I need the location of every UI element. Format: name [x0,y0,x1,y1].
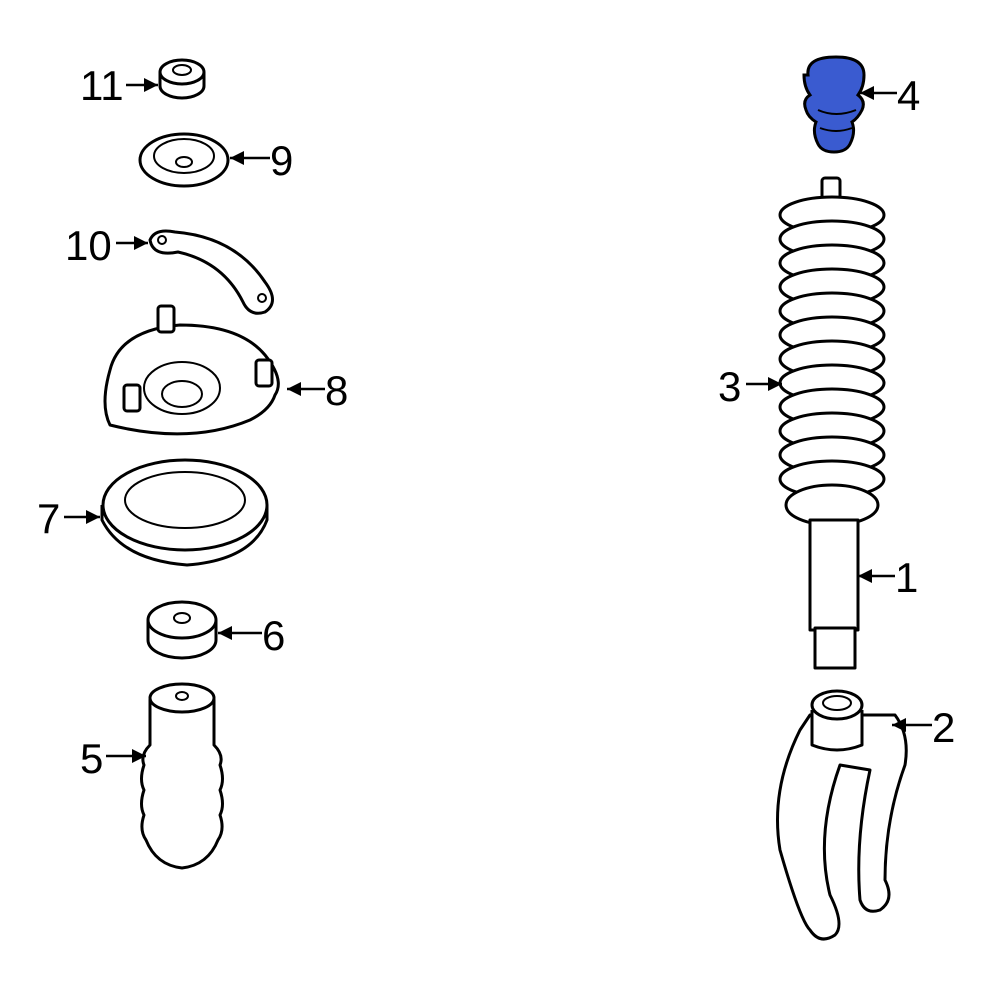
callout-4[interactable]: 4 [860,72,920,119]
part-9-washer[interactable] [138,132,230,188]
arrowhead-icon [768,377,782,391]
callout-label: 7 [37,495,60,542]
callout-label: 2 [932,704,955,751]
callout-9[interactable]: 9 [230,137,293,184]
part-6-cap[interactable] [146,600,218,660]
part-4-bump-stop[interactable] [802,55,866,154]
part-7-spring-seat[interactable] [100,458,269,567]
callout-label: 1 [895,554,918,601]
callout-label: 11 [80,62,124,109]
part-2-fork[interactable] [776,689,908,941]
arrowhead-icon [287,382,301,396]
arrowhead-icon [858,569,872,583]
arrowhead-icon [860,86,874,100]
callout-label: 3 [718,363,741,410]
part-8-strut-mount[interactable] [103,304,280,436]
callout-1[interactable]: 1 [858,554,918,601]
part-1-strut[interactable] [808,518,860,670]
callout-label: 9 [270,137,293,184]
callout-label: 5 [80,735,103,782]
callout-11[interactable]: 11 [80,62,158,109]
callout-5[interactable]: 5 [80,735,146,782]
arrowhead-icon [892,718,906,732]
callout-label: 4 [897,72,920,119]
callout-7[interactable]: 7 [37,495,100,542]
part-10-bracket[interactable] [148,229,274,315]
arrowhead-icon [132,749,146,763]
callout-10[interactable]: 10 [65,222,148,269]
part-5-dust-boot[interactable] [140,682,224,870]
callout-8[interactable]: 8 [287,367,348,414]
part-11-bushing[interactable] [158,58,206,100]
arrowhead-icon [144,78,158,92]
callout-label: 6 [262,612,285,659]
callout-2[interactable]: 2 [892,704,955,751]
arrowhead-icon [218,626,232,640]
callout-label: 8 [325,367,348,414]
arrowhead-icon [86,510,100,524]
part-3-coil-spring[interactable] [778,176,886,527]
arrowhead-icon [134,236,148,250]
callout-label: 10 [65,222,112,269]
callout-3[interactable]: 3 [718,363,782,410]
callout-6[interactable]: 6 [218,612,285,659]
arrowhead-icon [230,151,244,165]
